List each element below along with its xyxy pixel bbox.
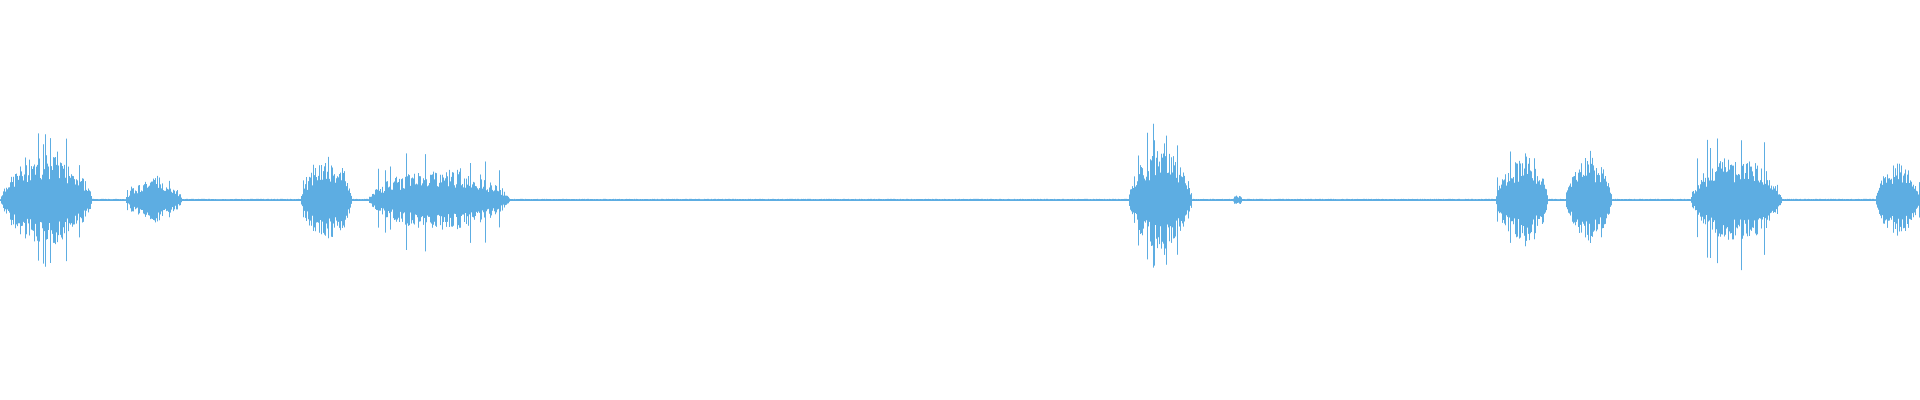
- waveform-samples: [0, 123, 1920, 271]
